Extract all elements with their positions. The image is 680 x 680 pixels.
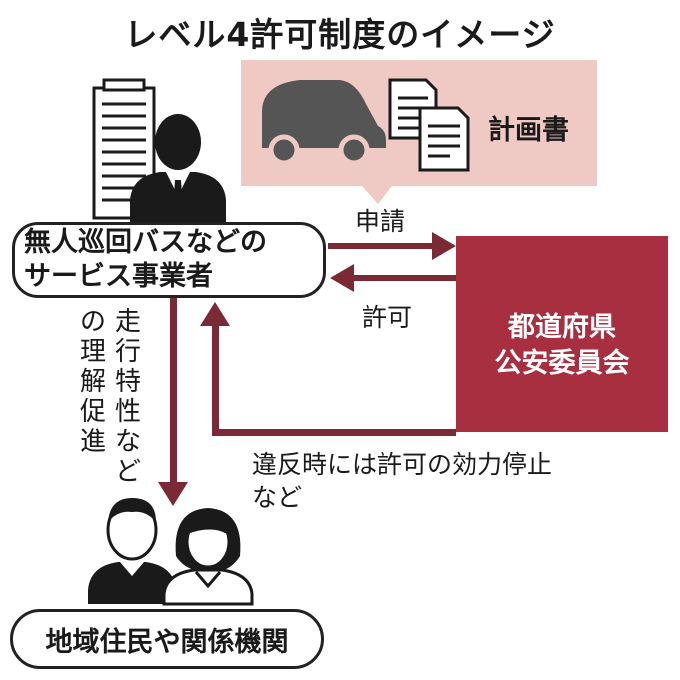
businessperson-icon: [130, 114, 226, 222]
police-commission-node: [456, 236, 668, 432]
operator-label-line2: サービス事業者: [24, 261, 213, 292]
police-commission-label: 都道府県 公安委員会: [456, 310, 668, 382]
police-label-line1: 都道府県: [508, 312, 616, 343]
residents-node: [10, 609, 324, 669]
suspension-label: 違反時には許可の効力停止 など: [252, 448, 632, 514]
suspension-label-line1: 違反時には許可の効力停止: [252, 450, 553, 479]
apply-label: 申請: [355, 207, 406, 236]
resident-woman-icon: [162, 508, 254, 606]
page-title: レベル4許可制度のイメージ: [124, 15, 556, 54]
understanding-label-col2: の理解促進: [79, 307, 106, 457]
plan-bubble-tail: [362, 186, 392, 204]
plan-label: 計画書: [488, 115, 569, 146]
car-icon: [262, 80, 386, 166]
understanding-label-col1: 走行特性など: [114, 307, 141, 487]
permit-arrow: [330, 264, 456, 292]
document-icon: [388, 78, 470, 172]
permit-label: 許可: [362, 303, 413, 332]
residents-label: 地域住民や関係機関: [45, 627, 289, 658]
suspension-arrow: [200, 302, 456, 436]
operator-label-line1: 無人巡回バスなどの: [24, 227, 267, 258]
operator-label: 無人巡回バスなどの サービス事業者: [24, 226, 324, 294]
understanding-arrow: [158, 298, 188, 506]
suspension-label-line2: など: [252, 483, 303, 512]
police-label-line2: 公安委員会: [494, 348, 630, 379]
operator-node: [12, 222, 326, 298]
apply-arrow: [328, 232, 456, 260]
resident-man-icon: [88, 498, 176, 604]
